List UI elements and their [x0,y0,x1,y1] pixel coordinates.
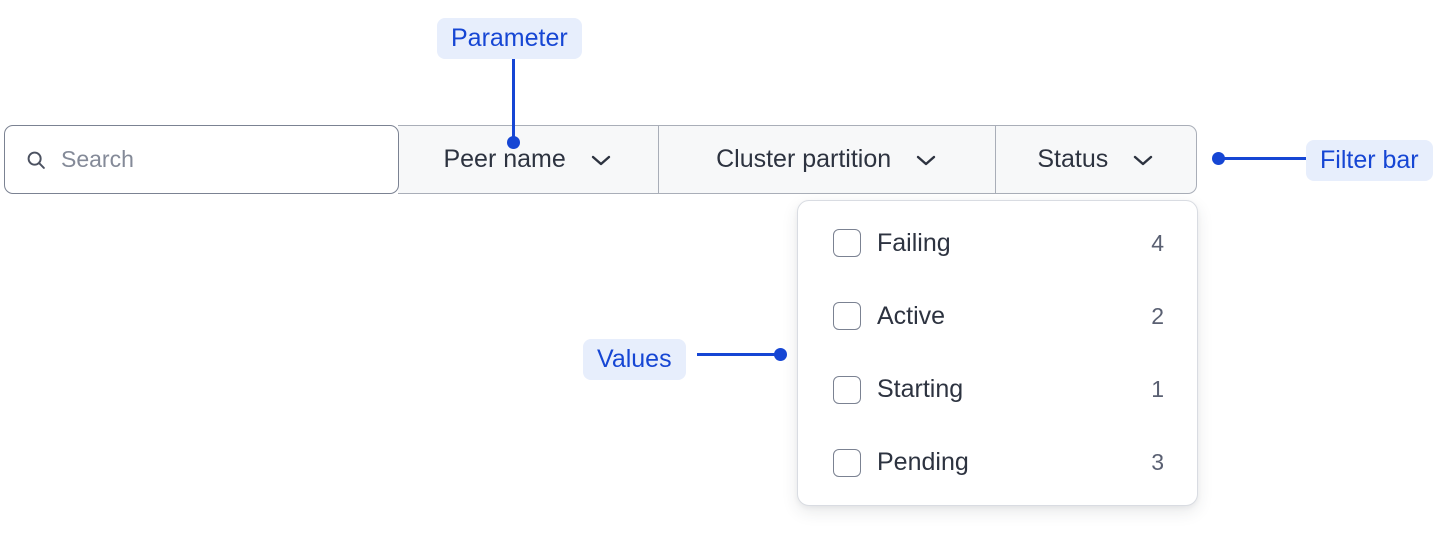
checkbox-failing[interactable] [833,229,861,257]
annotation-connector-filter-bar [1222,157,1306,160]
list-item[interactable]: Active 2 [833,296,1164,336]
checkbox-pending[interactable] [833,448,861,477]
annotation-dot-values [774,348,787,361]
peer-name-dropdown-label: Peer name [443,145,566,173]
peer-name-dropdown[interactable]: Peer name [397,125,659,194]
chevron-down-icon [1132,153,1154,167]
list-item-label: Active [877,301,946,330]
status-dropdown[interactable]: Status [995,125,1197,194]
list-item-label: Failing [877,228,951,257]
list-item[interactable]: Pending 3 [833,443,1164,483]
annotation-connector-values [697,353,781,356]
list-item-label: Starting [877,375,964,404]
list-item-label: Pending [877,448,969,477]
search-input[interactable] [61,146,361,173]
search-field[interactable] [4,125,399,194]
list-item-count: 4 [1151,229,1164,256]
annotation-label-values: Values [583,339,686,380]
checkbox-starting[interactable] [833,375,861,404]
status-dropdown-label: Status [1037,145,1109,173]
filter-bar: Peer name Cluster partition Status [4,125,1197,194]
list-item-count: 2 [1151,302,1164,329]
cluster-partition-dropdown-label: Cluster partition [716,145,892,173]
list-item[interactable]: Failing 4 [833,223,1164,263]
dropdown-panel-options: Failing 4 Active 2 Starting 1 Pending 3 [797,200,1198,506]
annotation-label-parameter: Parameter [437,18,582,59]
annotation-dot-filter-bar [1212,152,1225,165]
list-item-count: 1 [1151,376,1164,403]
chevron-down-icon [590,153,612,167]
cluster-partition-dropdown[interactable]: Cluster partition [658,125,996,194]
annotation-connector-parameter [512,53,515,142]
list-item-count: 3 [1151,449,1164,476]
list-item[interactable]: Starting 1 [833,370,1164,410]
annotation-label-filter-bar: Filter bar [1306,140,1433,181]
checkbox-active[interactable] [833,302,861,331]
annotation-dot-parameter [507,136,520,149]
chevron-down-icon [915,153,937,167]
search-icon [25,149,47,171]
